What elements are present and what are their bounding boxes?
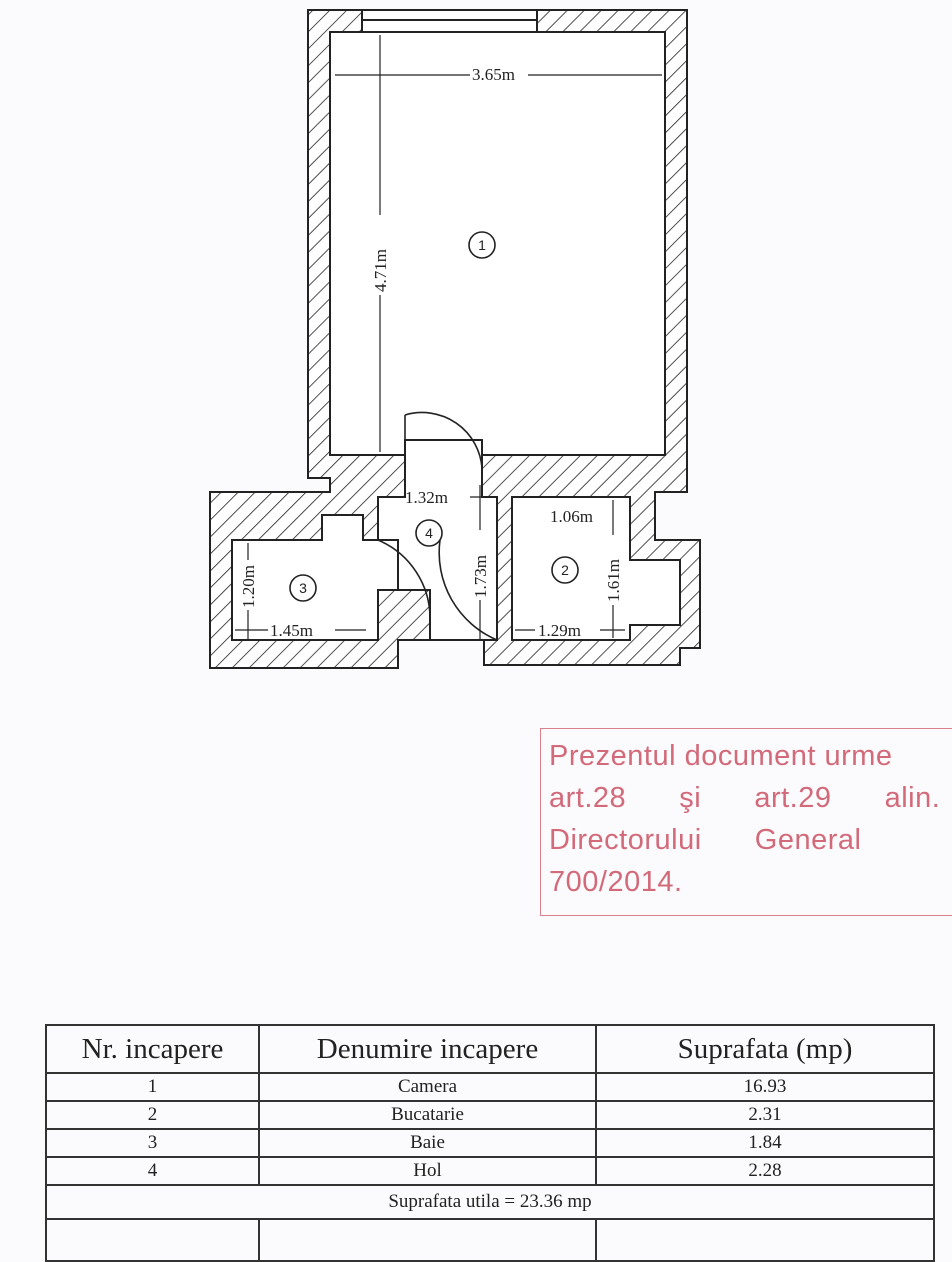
cell-nr: 1 — [45, 1072, 260, 1102]
dim-bath-length: 1.20m — [239, 565, 258, 608]
stamp-line: Directorului General — [549, 824, 862, 856]
cell-area: 1.84 — [595, 1128, 935, 1158]
room-3-baie — [231, 514, 399, 641]
dim-kitchen-width-top: 1.06m — [550, 507, 593, 526]
cell-area: 2.28 — [595, 1156, 935, 1186]
cell-name: Hol — [258, 1156, 597, 1186]
rooms — [231, 9, 681, 641]
floor-plan: 3.65m 4.71m 1.32m 1.73m 1.06m 1.61m 1.29… — [209, 9, 701, 669]
doors — [377, 411, 498, 641]
room-2-bucatarie — [511, 496, 681, 641]
table-header: Nr. incapere Denumire incapere Suprafata… — [45, 1024, 935, 1074]
stamp: Prezentul document urme art.28 şi art.29… — [540, 728, 952, 916]
cell-nr: 3 — [45, 1128, 260, 1158]
dim-hall-length: 1.73m — [471, 555, 490, 598]
header-nr: Nr. incapere — [45, 1024, 260, 1074]
total-area: Suprafata utila = 23.36 mp — [45, 1184, 935, 1220]
header-area: Suprafata (mp) — [595, 1024, 935, 1074]
cell-nr: 4 — [45, 1156, 260, 1186]
cell-nr: 2 — [45, 1100, 260, 1130]
dim-kitchen-width-bottom: 1.29m — [538, 621, 581, 640]
cell-area: 16.93 — [595, 1072, 935, 1102]
cell-name: Baie — [258, 1128, 597, 1158]
dim-room1-length: 4.71m — [371, 249, 390, 292]
stamp-line: Prezentul document urme — [549, 740, 893, 772]
stamp-line: 700/2014. — [549, 866, 683, 898]
cell-name: Bucatarie — [258, 1100, 597, 1130]
cell-area: 2.31 — [595, 1100, 935, 1130]
room-number-2: 2 — [561, 562, 569, 578]
room-number-4: 4 — [425, 525, 433, 541]
total-row: Suprafata utila = 23.36 mp — [45, 1184, 935, 1220]
blank-cell — [595, 1218, 935, 1262]
blank-cell — [258, 1218, 597, 1262]
dimension-lines — [235, 35, 662, 640]
dim-room1-width: 3.65m — [472, 65, 515, 84]
room-number-3: 3 — [299, 580, 307, 596]
cell-name: Camera — [258, 1072, 597, 1102]
blank-cell — [45, 1218, 260, 1262]
dim-bath-width: 1.45m — [270, 621, 313, 640]
room-number-1: 1 — [478, 237, 486, 253]
rooms-table: Nr. incapere Denumire incapere Suprafata… — [45, 1024, 935, 1262]
header-name: Denumire incapere — [258, 1024, 597, 1074]
dim-kitchen-length: 1.61m — [604, 559, 623, 602]
dim-hall-width: 1.32m — [405, 488, 448, 507]
blank-row — [45, 1218, 935, 1262]
stamp-line: art.28 şi art.29 alin. ( — [549, 782, 941, 814]
